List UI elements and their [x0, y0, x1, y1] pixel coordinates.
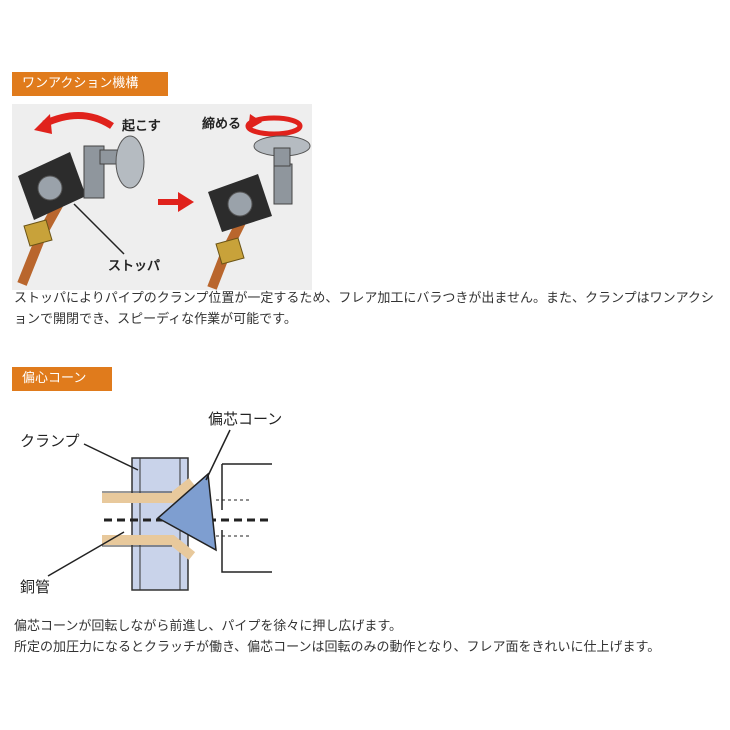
- label-stopper: ストッパ: [108, 259, 160, 274]
- one-action-description: ストッパによりパイプのクランプ位置が一定するため、フレア加工にバラつきが出ません…: [14, 291, 714, 327]
- eccentric-cone-description: 偏芯コーンが回転しながら前進し、パイプを徐々に押し広げます。 所定の加圧力になる…: [14, 616, 720, 658]
- one-action-mechanism-figure: 起こす ストッパ 締める: [12, 104, 312, 290]
- section-tag-one-action: ワンアクション機構: [12, 72, 168, 96]
- eccentric-cone-figure: 偏芯コーン クランプ 銅管: [20, 410, 282, 596]
- label-pipe: 銅管: [20, 578, 50, 596]
- label-tighten: 締める: [202, 116, 241, 132]
- eccentric-cone-text-line1: 偏芯コーンが回転しながら前進し、パイプを徐々に押し広げます。: [14, 619, 403, 634]
- label-cone: 偏芯コーン: [208, 410, 282, 428]
- label-raise: 起こす: [121, 118, 161, 134]
- eccentric-cone-text-line2: 所定の加圧力になるとクラッチが働き、偏芯コーンは回転のみの動作となり、フレア面を…: [14, 640, 661, 655]
- section-tag-eccentric-cone: 偏心コーン: [12, 367, 112, 391]
- label-clamp: クランプ: [20, 432, 80, 450]
